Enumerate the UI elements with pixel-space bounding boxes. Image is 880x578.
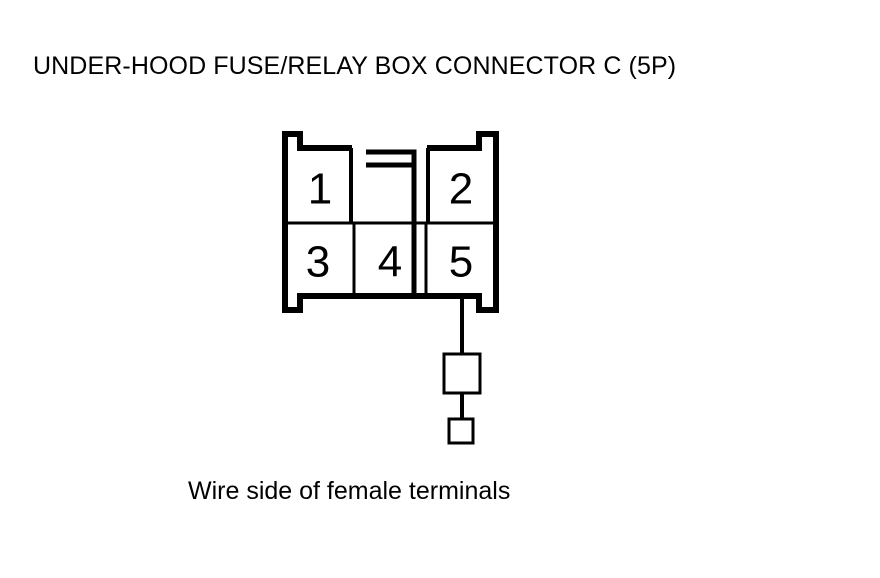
pin-number-5: 5 <box>449 238 473 287</box>
terminal-symbol-large <box>442 352 482 395</box>
pin-number-4: 4 <box>378 238 402 287</box>
pin-number-1: 1 <box>308 165 332 214</box>
notch-top-left <box>282 131 352 151</box>
page-title: UNDER-HOOD FUSE/RELAY BOX CONNECTOR C (5… <box>33 52 677 80</box>
notch-top-right <box>427 131 499 151</box>
terminal-symbol-small <box>447 417 475 445</box>
pin-number-2: 2 <box>449 165 473 214</box>
diagram-caption: Wire side of female terminals <box>188 477 511 505</box>
pin-number-3: 3 <box>306 238 330 287</box>
